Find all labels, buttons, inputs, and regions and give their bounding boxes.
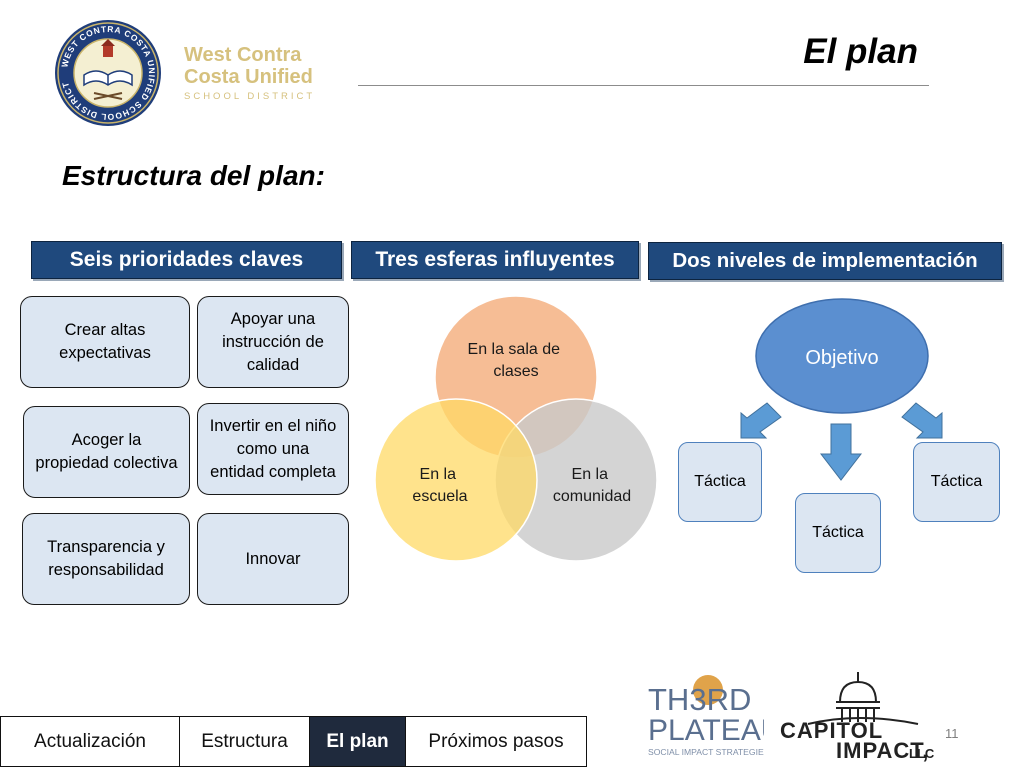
priority-label: Innovar [245, 549, 301, 568]
sphere-top-label-1: En la sala de [468, 341, 561, 358]
objective-label: Objetivo [805, 347, 878, 369]
third-plateau-tagline: SOCIAL IMPACT STRATEGIES [648, 747, 764, 757]
implementation-levels-diagram: Objetivo [740, 298, 943, 481]
third-plateau-logo: TH3RD PLATEAU SOCIAL IMPACT STRATEGIES [648, 675, 764, 757]
priorities-header: Seis prioridades claves [31, 241, 342, 279]
slide-title: El plan [803, 32, 918, 71]
arrow-down [819, 423, 863, 481]
capitol-line1: CAPITOL [780, 718, 883, 743]
capitol-impact-logo: CAPITOL IMPACT, LLC [780, 672, 935, 762]
priority-box: Crear altas expectativas [20, 296, 190, 388]
priority-box: Transparencia y responsabilidad [22, 513, 190, 605]
logo-line-1: West Contra [184, 44, 302, 66]
capitol-line2: IMPACT, [836, 738, 929, 762]
arrow-right [901, 402, 943, 439]
priority-box: Invertir en el niño como una entidad com… [197, 403, 349, 495]
sphere-left-label-1: En la [420, 466, 457, 483]
priority-box: Apoyar una instrucción de calidad [197, 296, 349, 388]
levels-header: Dos niveles de implementación [648, 242, 1002, 280]
capitol-dome-icon [807, 672, 919, 725]
logo-line-3: SCHOOL DISTRICT [184, 91, 316, 102]
sphere-right-label-1: En la [572, 466, 609, 483]
priority-label: Apoyar una instrucción de calidad [222, 309, 324, 374]
sphere-top-label-2: clases [493, 363, 538, 380]
nav-tab-estructura[interactable]: Estructura [180, 717, 310, 766]
slide-subtitle: Estructura del plan: [62, 160, 325, 191]
page-number: 11 [945, 726, 959, 741]
priority-label: Transparencia y responsabilidad [47, 538, 165, 579]
third-plateau-line1: TH3RD [648, 682, 751, 717]
third-plateau-line2: PLATEAU [648, 714, 764, 747]
district-logo-wordmark: West Contra Costa Unified SCHOOL DISTRIC… [184, 44, 344, 102]
nav-tab-actualizacion[interactable]: Actualización [1, 717, 180, 766]
sphere-left-label-2: escuela [412, 488, 467, 505]
section-nav: Actualización Estructura El plan Próximo… [0, 716, 587, 767]
nav-tab-proximos-pasos[interactable]: Próximos pasos [406, 717, 586, 766]
sphere-school [374, 398, 538, 562]
tactic-box-bottom: Táctica [795, 493, 881, 573]
title-divider [358, 85, 929, 86]
spheres-venn-diagram: En la sala de clases En la escuela En la… [374, 295, 658, 562]
priority-label: Crear altas expectativas [59, 321, 151, 362]
nav-tab-el-plan[interactable]: El plan [310, 717, 406, 766]
svg-text:En la sala de clases: En la sala de clases [468, 341, 565, 380]
objective-node [755, 298, 929, 414]
svg-text:En la comunidad: En la comunidad [553, 466, 631, 505]
spheres-header: Tres esferas influyentes [351, 241, 639, 279]
priority-box: Acoger la propiedad colectiva [23, 406, 190, 498]
svg-text:En la escuela: En la escuela [412, 466, 467, 505]
district-logo-seal: WEST CONTRA COSTA UNIFIED SCHOOL DISTRIC… [55, 20, 161, 126]
tactic-box-left: Táctica [678, 442, 762, 522]
logo-line-2: Costa Unified [184, 66, 313, 88]
tactic-label: Táctica [694, 473, 746, 490]
priority-label: Invertir en el niño como una entidad com… [209, 416, 337, 481]
priority-label: Acoger la propiedad colectiva [35, 431, 178, 472]
tactic-label: Táctica [812, 524, 864, 541]
priority-box: Innovar [197, 513, 349, 605]
capitol-suffix: LLC [909, 746, 935, 761]
tactic-box-right: Táctica [913, 442, 1000, 522]
sphere-right-label-2: comunidad [553, 488, 631, 505]
tactic-label: Táctica [930, 473, 983, 490]
arrow-left [740, 402, 782, 439]
